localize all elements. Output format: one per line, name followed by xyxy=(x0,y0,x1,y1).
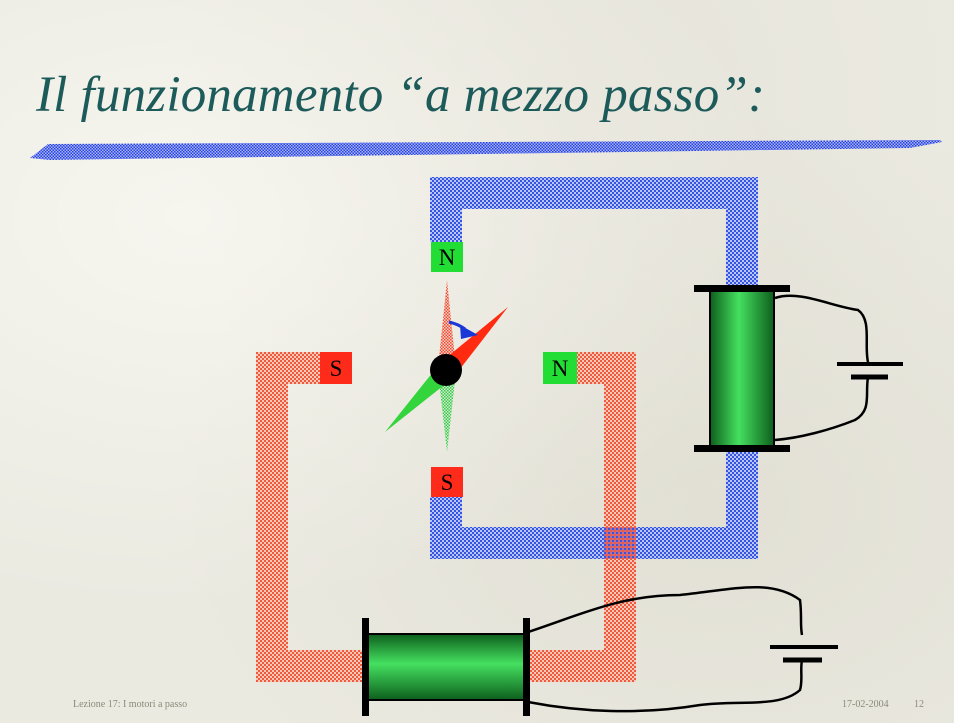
blue-core xyxy=(430,177,758,559)
svg-text:N: N xyxy=(439,245,456,270)
coil-horizontal xyxy=(362,618,530,716)
slide-title: Il funzionamento “a mezzo passo”: xyxy=(36,67,766,123)
rotor-previous-position xyxy=(438,280,456,452)
battery-top-right xyxy=(837,362,903,380)
pole-top-north: N xyxy=(431,242,463,272)
svg-text:N: N xyxy=(552,356,569,381)
rotor-magnet xyxy=(385,307,508,432)
coil-vertical xyxy=(694,285,790,452)
footer-date: 17-02-2004 xyxy=(842,699,889,710)
battery-bottom-right xyxy=(770,645,838,663)
title-underline xyxy=(30,140,942,160)
rotation-arrow xyxy=(448,320,478,339)
pole-left-south: S xyxy=(320,352,352,384)
pole-right-north: N xyxy=(543,352,577,384)
svg-text:S: S xyxy=(330,356,343,381)
svg-text:S: S xyxy=(441,470,454,495)
footer-page-number: 12 xyxy=(914,699,924,710)
wires xyxy=(527,294,870,713)
footer-lecture-title: Lezione 17: I motori a passo xyxy=(73,699,188,710)
pole-bottom-south: S xyxy=(431,467,463,497)
